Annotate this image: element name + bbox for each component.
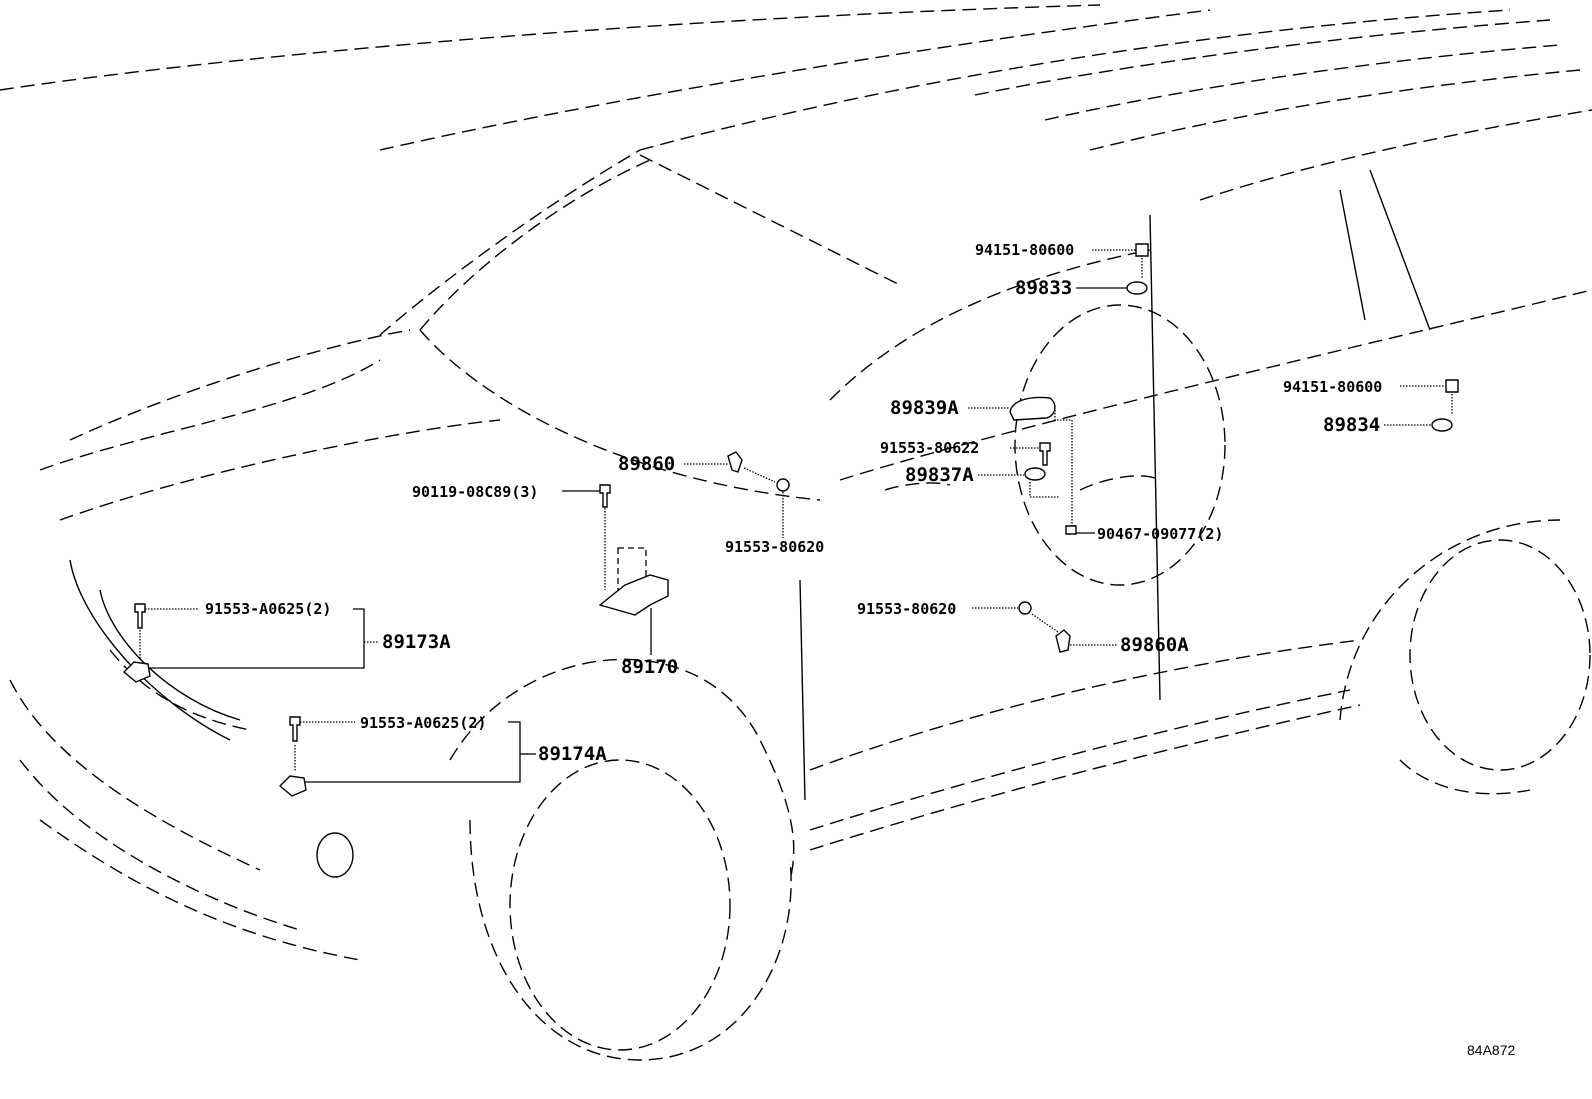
roof-rail [379, 9, 1211, 151]
side-step-2 [809, 704, 1361, 851]
roof-rail-2 [639, 9, 1511, 151]
leader-line [743, 467, 776, 483]
callout-89170: 89170 [621, 656, 678, 678]
b-pillar [1149, 214, 1161, 701]
front-door-handle [884, 482, 951, 491]
sensor-icon [1009, 396, 1056, 421]
roof-line [0, 4, 1101, 91]
windshield-right [639, 154, 901, 286]
headlight [109, 649, 251, 731]
leader-line [1054, 410, 1073, 530]
callout-91553-A0625-lower: 91553-A0625(2) [360, 714, 486, 732]
leader-line [1031, 613, 1059, 633]
sensor-icon [1024, 467, 1046, 481]
callout-91553-A0625-upper: 91553-A0625(2) [205, 600, 331, 618]
callout-91553-80620-upper: 91553-80620 [725, 538, 824, 556]
bumper-bottom [39, 819, 361, 961]
bolt-icon [1039, 442, 1051, 466]
bolt-icon [134, 603, 146, 629]
callout-89839A: 89839A [890, 397, 959, 419]
nut-icon [1445, 379, 1459, 393]
hood-crease [39, 359, 381, 471]
callout-91553-80620-lower: 91553-80620 [857, 600, 956, 618]
bumper-lower [19, 759, 301, 931]
sensor-icon [1431, 418, 1453, 432]
callout-89833: 89833 [1015, 277, 1072, 299]
leader-bracket [150, 608, 365, 669]
parts-layer: 94151-80600 89833 94151-80600 89834 8983… [122, 241, 1459, 797]
rear-tire [1399, 759, 1531, 795]
sensor-icon [1055, 629, 1071, 653]
rear-door-handle [1079, 475, 1161, 491]
callout-90467-09077: 90467-09077(2) [1097, 525, 1223, 543]
roof-rail-3 [974, 19, 1551, 96]
leader-line [1029, 482, 1060, 498]
front-wheel-arch [449, 658, 795, 881]
callout-90119-08C89: 90119-08C89(3) [412, 483, 538, 501]
detail-circle [1014, 304, 1226, 586]
callout-89860A: 89860A [1120, 634, 1189, 656]
front-sensor-icon [278, 775, 307, 797]
front-sensor-icon [122, 661, 151, 683]
bumper-upper [9, 679, 261, 871]
bolt-icon [1018, 601, 1032, 615]
roof-rail-5 [1089, 69, 1581, 151]
callout-89173A: 89173A [382, 631, 451, 653]
front-wheel-hub [509, 759, 731, 1051]
bolt-icon [599, 484, 611, 508]
vehicle-outline [0, 4, 1592, 1061]
front-tire [469, 819, 792, 1061]
hood-front [59, 419, 501, 521]
rear-wheel-hub [1409, 539, 1591, 771]
callout-94151-80600-lower: 94151-80600 [1283, 378, 1382, 396]
nut-icon [1135, 243, 1149, 257]
c-pillar [1339, 189, 1366, 321]
front-door-rear-edge [799, 579, 806, 801]
door-lower [809, 639, 1361, 771]
bolt-icon [776, 478, 790, 492]
airbag-sensor-assembly-icon [598, 574, 669, 616]
side-step [809, 689, 1351, 831]
callout-91553-80622: 91553-80622 [880, 439, 979, 457]
callout-89834: 89834 [1323, 414, 1380, 436]
d-pillar [1369, 169, 1431, 331]
hood-edge [69, 329, 411, 441]
fog-light [316, 832, 354, 878]
callout-94151-80600-upper: 94151-80600 [975, 241, 1074, 259]
callout-89837A: 89837A [905, 464, 974, 486]
figure-code: 84A872 [1467, 1042, 1515, 1058]
bolt-icon [289, 716, 301, 742]
grille-frame [69, 559, 231, 741]
sensor-icon [727, 451, 743, 473]
windshield-top [419, 159, 651, 331]
roof-rail-4 [1044, 44, 1561, 121]
roof-rail-6 [1199, 109, 1592, 201]
beltline [839, 289, 1592, 481]
clip-icon [1065, 525, 1077, 535]
callout-89860: 89860 [618, 453, 675, 475]
callout-89174A: 89174A [538, 743, 607, 765]
a-pillar [379, 149, 641, 336]
rear-wheel-arch [1339, 519, 1561, 721]
leader-bracket [305, 721, 521, 783]
front-door-top [829, 249, 1151, 401]
windshield-bottom [419, 329, 821, 501]
sensor-icon [1126, 281, 1148, 295]
